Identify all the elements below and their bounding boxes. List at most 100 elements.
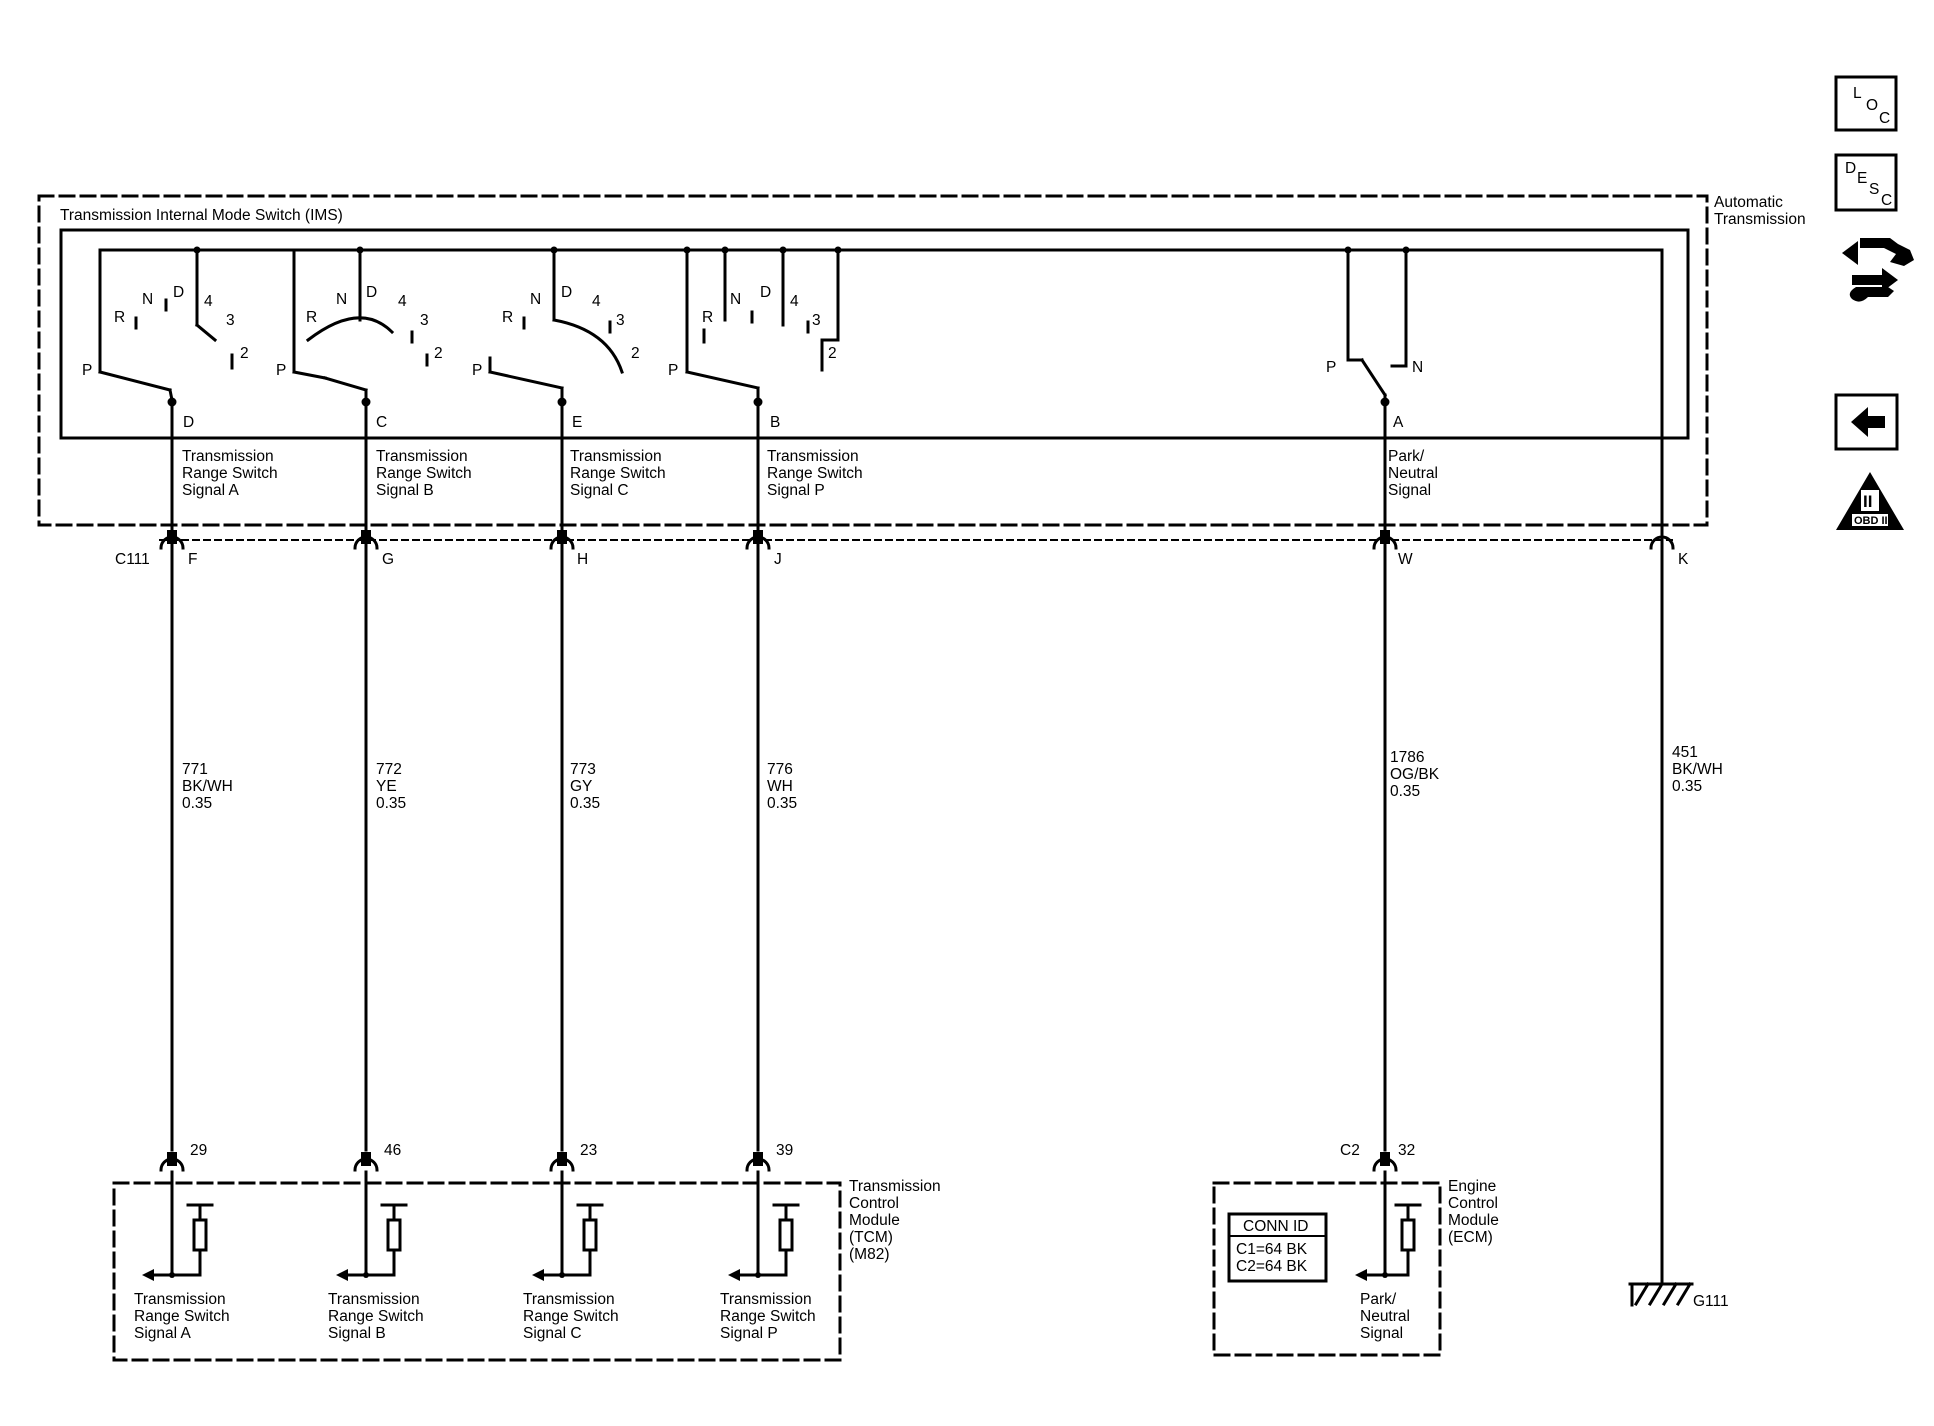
sw2-pos-p: P [276, 362, 286, 379]
main-wires [170, 400, 1664, 1152]
connector-arrows-icon[interactable] [1842, 238, 1914, 302]
ims-label: Transmission Internal Mode Switch (IMS) [60, 207, 343, 224]
ims-label-a-2: Range Switch [182, 465, 278, 482]
ims-label-pn-1: Park/ [1388, 448, 1425, 465]
tcm-sig-c-2: Range Switch [523, 1308, 619, 1325]
ims-label-p-3: Signal P [767, 482, 825, 499]
obd-ii-icon[interactable]: II OBD II [1836, 472, 1904, 530]
tcm-pin-46: 46 [384, 1142, 401, 1159]
sw2-pos-r: R [306, 309, 317, 326]
desc-button[interactable]: D E S C [1834, 153, 1898, 212]
ecm-internal-circuit [1361, 1170, 1422, 1277]
sw3-terminal: E [572, 414, 582, 431]
conn-id-title: CONN ID [1243, 1218, 1308, 1235]
tcm-sig-a-2: Range Switch [134, 1308, 230, 1325]
ecm-module-box [1212, 1181, 1442, 1357]
range-switch-a [98, 248, 234, 407]
ecm-label-4: (ECM) [1448, 1229, 1493, 1246]
tcm-label-3: Module [849, 1212, 900, 1229]
sw5-pos-n: N [1412, 359, 1423, 376]
wire-776-color: WH [767, 778, 793, 795]
ims-label-p-1: Transmission [767, 448, 859, 465]
ecm-label-1: Engine [1448, 1178, 1496, 1195]
wire-451-gauge: 0.35 [1672, 778, 1702, 795]
sw2-pos-4: 4 [398, 293, 407, 310]
tcm-sig-p-2: Range Switch [720, 1308, 816, 1325]
tcm-pin-arcs [159, 1157, 1398, 1172]
loc-button[interactable]: L O C [1834, 75, 1898, 132]
sw3-pos-n: N [530, 291, 541, 308]
sw3-pos-3: 3 [616, 312, 625, 329]
tcm-label-4: (TCM) [849, 1229, 893, 1246]
tcm-pin-39: 39 [776, 1142, 793, 1159]
desc-letter-e: E [1857, 170, 1867, 187]
automatic-transmission-label-2: Transmission [1714, 211, 1806, 228]
c111-pin-w: W [1398, 551, 1413, 568]
c111-pin-f: F [188, 551, 197, 568]
ims-label-c-1: Transmission [570, 448, 662, 465]
conn-id-row-1: C1=64 BK [1236, 1241, 1308, 1258]
ecm-pin-32: 32 [1398, 1142, 1415, 1159]
sw4-pos-d: D [760, 284, 771, 301]
sw5-pos-p: P [1326, 359, 1336, 376]
sw1-pos-2: 2 [240, 345, 249, 362]
tcm-sig-p-3: Signal P [720, 1325, 778, 1342]
ecm-sig-1: Park/ [1360, 1291, 1397, 1308]
ground-label: G111 [1693, 1293, 1729, 1310]
c111-pin-arcs [159, 535, 1675, 550]
ims-label-pn-2: Neutral [1388, 465, 1438, 482]
wire-1786-color: OG/BK [1390, 766, 1440, 783]
loc-letter-o: O [1866, 97, 1878, 114]
ims-signal-labels: Transmission Range Switch Signal A Trans… [182, 448, 1438, 499]
obd-label: OBD II [1854, 515, 1888, 527]
wire-773-color: GY [570, 778, 592, 795]
tcm-sig-a-1: Transmission [134, 1291, 226, 1308]
range-switch-b [292, 248, 429, 407]
tcm-sig-b-2: Range Switch [328, 1308, 424, 1325]
sw3-pos-r: R [502, 309, 513, 326]
conn-id-row-2: C2=64 BK [1236, 1258, 1308, 1275]
conn-id-table: CONN ID C1=64 BK C2=64 BK [1227, 1212, 1328, 1283]
c111-label: C111 [115, 551, 150, 568]
c111-pin-j: J [774, 551, 782, 568]
sw2-pos-d: D [366, 284, 377, 301]
sw1-terminal: D [183, 414, 194, 431]
tcm-label-2: Control [849, 1195, 899, 1212]
wire-776-gauge: 0.35 [767, 795, 797, 812]
desc-letter-s: S [1869, 181, 1879, 198]
wire-771-circuit: 771 [182, 761, 208, 778]
wire-772-circuit: 772 [376, 761, 402, 778]
wire-776-circuit: 776 [767, 761, 793, 778]
desc-letter-c: C [1881, 192, 1892, 209]
sw4-pos-2: 2 [828, 345, 837, 362]
wire-772-gauge: 0.35 [376, 795, 406, 812]
c111-pin-g: G [382, 551, 394, 568]
park-neutral-switch [1346, 248, 1408, 407]
ims-label-a-1: Transmission [182, 448, 274, 465]
tcm-sig-b-1: Transmission [328, 1291, 420, 1308]
tcm-sig-c-1: Transmission [523, 1291, 615, 1308]
tcm-label-1: Transmission [849, 1178, 941, 1195]
sw3-pos-4: 4 [592, 293, 601, 310]
sw2-terminal: C [376, 414, 387, 431]
wire-771-color: BK/WH [182, 778, 233, 795]
wire-1786-gauge: 0.35 [1390, 783, 1420, 800]
wire-773-gauge: 0.35 [570, 795, 600, 812]
tcm-sig-b-3: Signal B [328, 1325, 386, 1342]
range-switch-c [488, 248, 624, 407]
c111-pin-h: H [577, 551, 588, 568]
sw3-pos-2: 2 [631, 345, 640, 362]
ims-label-a-3: Signal A [182, 482, 240, 499]
loc-letter-l: L [1853, 85, 1862, 102]
back-button[interactable] [1834, 393, 1899, 451]
sw1-pos-d: D [173, 284, 184, 301]
automatic-transmission-label-1: Automatic [1714, 194, 1783, 211]
back-arrow-icon [1851, 407, 1885, 437]
sw4-terminal: B [770, 414, 780, 431]
ims-label-p-2: Range Switch [767, 465, 863, 482]
tcm-sig-p-1: Transmission [720, 1291, 812, 1308]
sw3-pos-p: P [472, 362, 482, 379]
automatic-transmission-enclosure [37, 194, 1709, 527]
tcm-module-box [112, 1181, 842, 1362]
